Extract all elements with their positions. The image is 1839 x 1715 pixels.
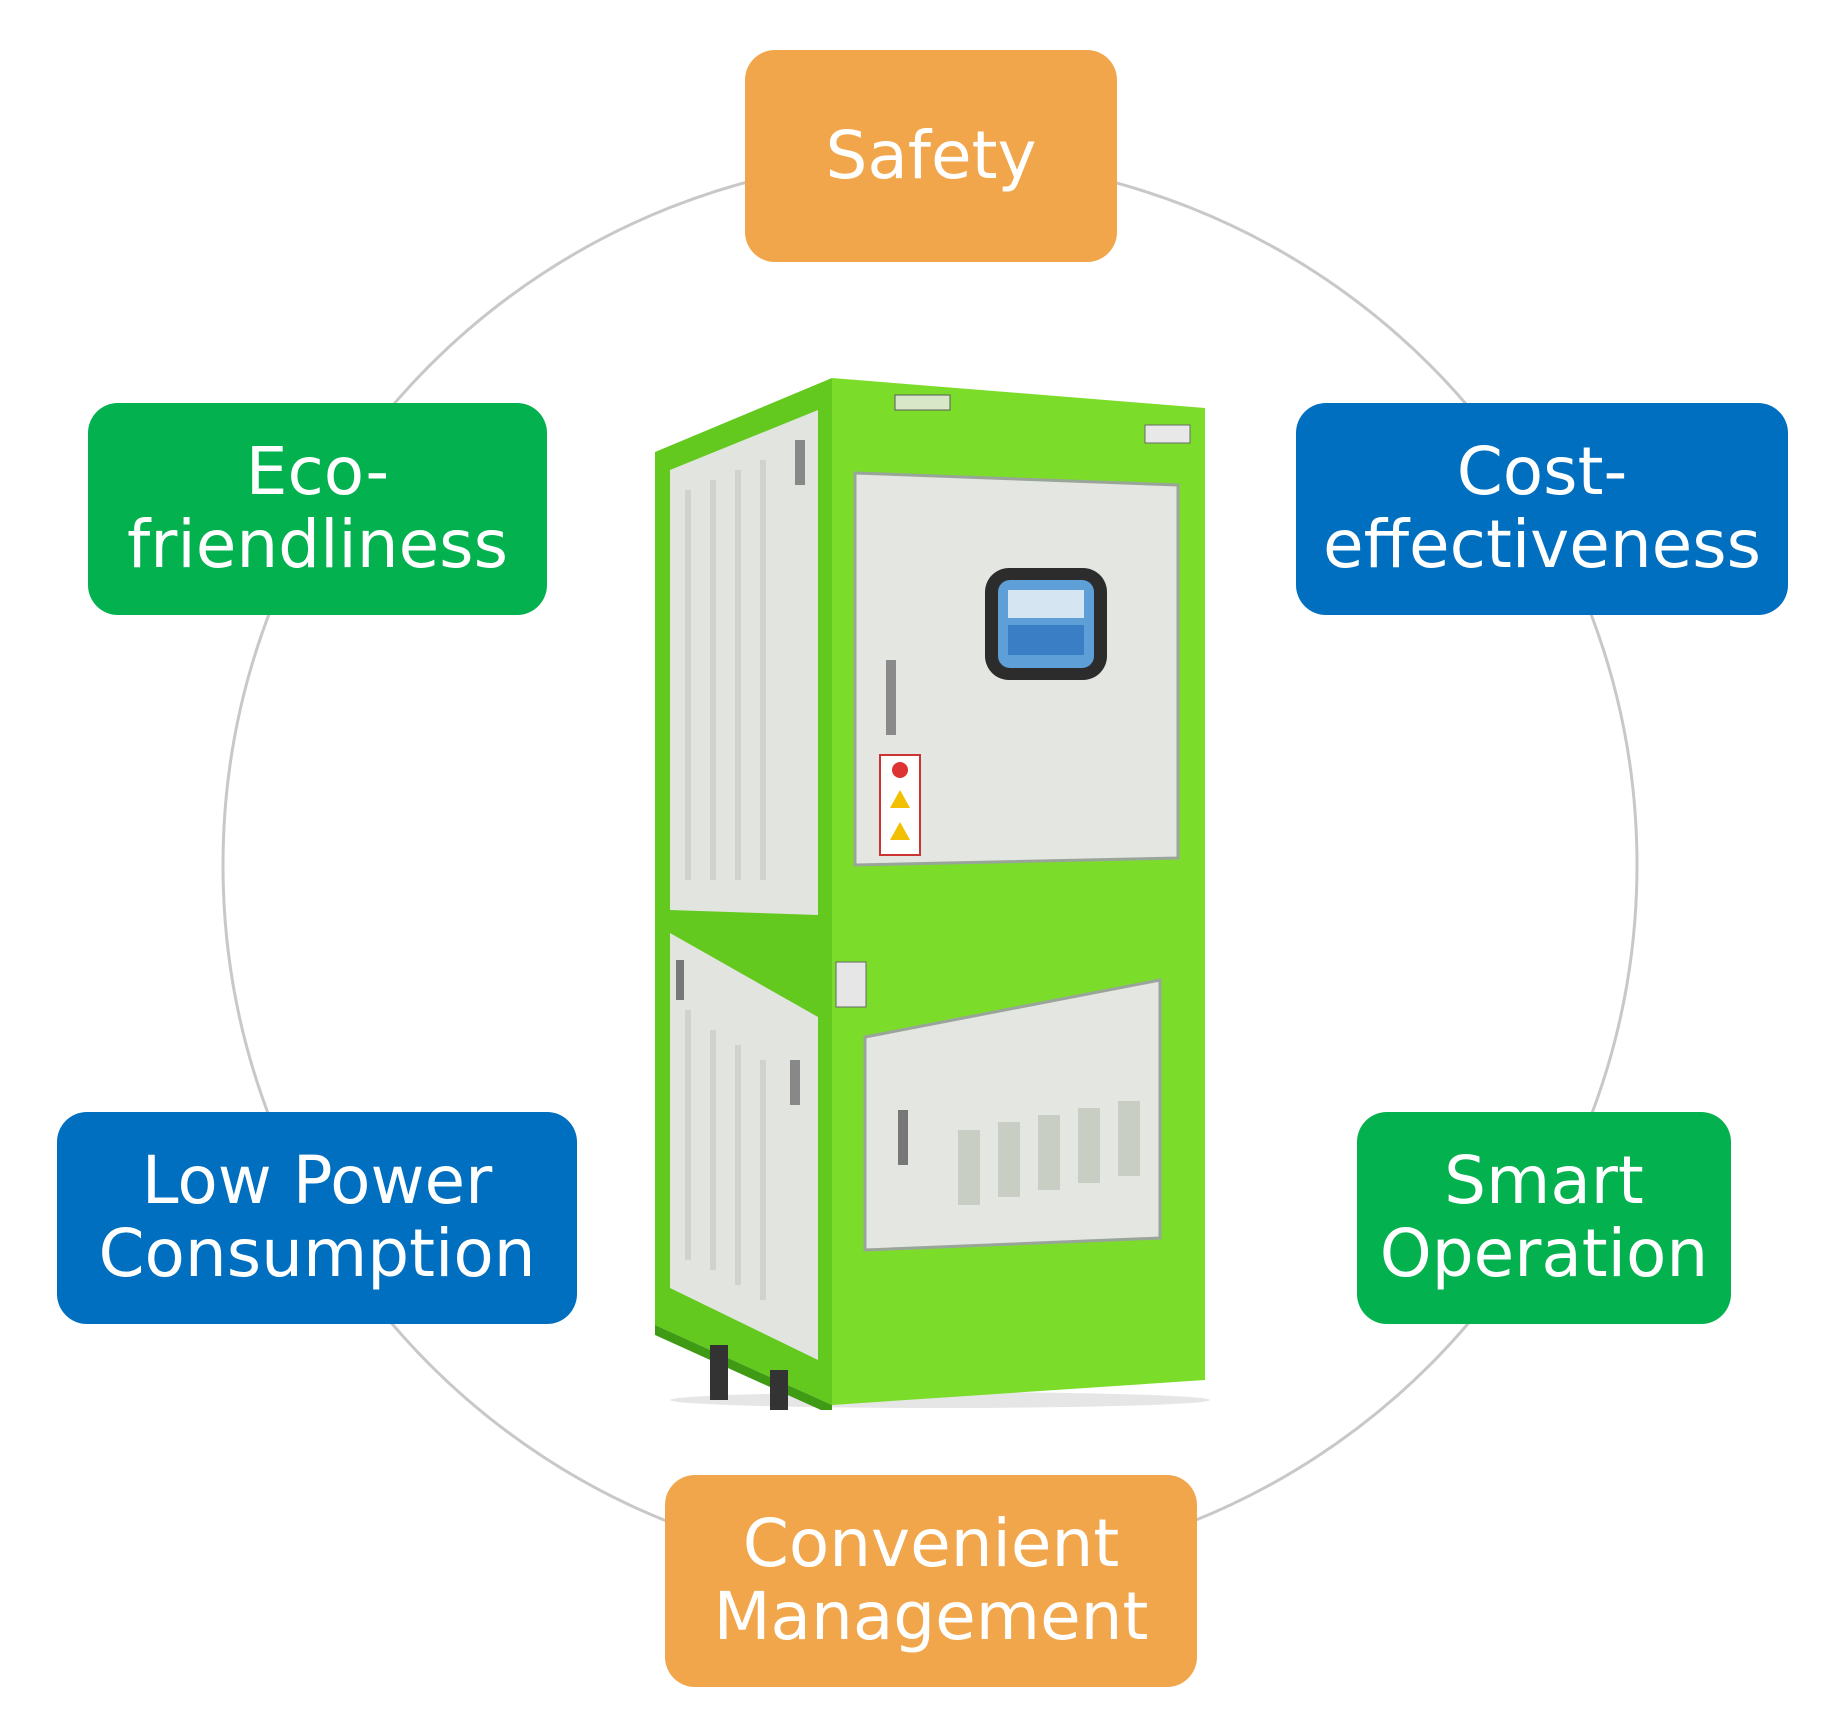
feature-cost-effectiveness: Cost- effectiveness — [1296, 403, 1788, 615]
feature-eco-line-2: friendliness — [127, 506, 508, 583]
feature-convenient-line-1: Convenient — [742, 1505, 1120, 1583]
feature-smart-line-1: Smart — [1444, 1142, 1644, 1220]
feature-eco-friendliness: Eco- friendliness — [88, 403, 547, 615]
cabinet-image — [655, 378, 1210, 1410]
feature-smart-operation: Smart Operation — [1357, 1112, 1731, 1324]
feature-convenient-line-2: Management — [713, 1578, 1149, 1655]
feature-eco-friendliness-text: Eco- friendliness — [127, 436, 508, 581]
feature-smart-operation-text: Smart Operation — [1380, 1145, 1708, 1290]
feature-safety-text: Safety — [825, 116, 1037, 194]
feature-safety-line-1: Safety — [825, 116, 1037, 194]
feature-cost-line-2: effectiveness — [1322, 506, 1762, 583]
feature-smart-line-2: Operation — [1379, 1215, 1709, 1292]
feature-safety: Safety — [745, 50, 1117, 262]
feature-low-power-consumption: Low Power Consumption — [57, 1112, 577, 1324]
feature-low-power-line-1: Low Power — [141, 1142, 493, 1220]
feature-cost-line-1: Cost- — [1456, 433, 1628, 511]
feature-low-power-line-2: Consumption — [98, 1215, 536, 1292]
feature-cost-effectiveness-text: Cost- effectiveness — [1323, 436, 1761, 581]
feature-convenient-management: Convenient Management — [665, 1475, 1197, 1687]
feature-convenient-management-text: Convenient Management — [714, 1508, 1149, 1653]
feature-eco-line-1: Eco- — [245, 433, 390, 511]
feature-low-power-consumption-text: Low Power Consumption — [98, 1145, 535, 1290]
